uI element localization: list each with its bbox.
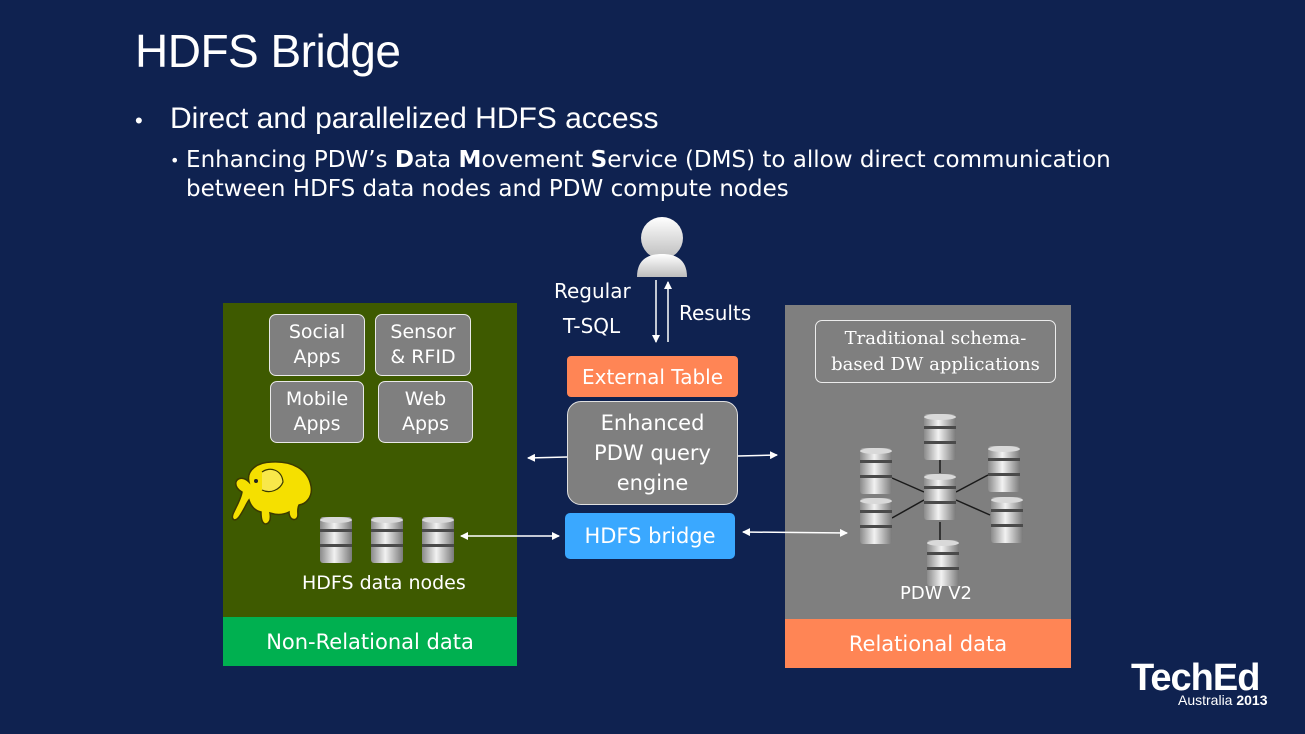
- database-icon: [924, 414, 956, 460]
- regular-label: Regular: [554, 279, 631, 303]
- database-icon: [860, 498, 892, 544]
- sub-bullet-text: Enhancing PDW’s Data Movement Service (D…: [186, 147, 1111, 202]
- pdw-cluster-links: [891, 452, 991, 540]
- external-table-box: External Table: [567, 356, 738, 397]
- hadoop-elephant-icon: [231, 461, 313, 525]
- database-icon: [320, 517, 352, 563]
- database-icon: [422, 517, 454, 563]
- pdw-v2-label: PDW V2: [900, 583, 972, 604]
- hdfs-bridge-box: HDFS bridge: [565, 513, 735, 559]
- database-icon: [860, 448, 892, 494]
- database-icon: [924, 474, 956, 520]
- database-icon: [927, 540, 959, 586]
- database-icon: [371, 517, 403, 563]
- results-label: Results: [679, 301, 752, 325]
- main-bullet: • Direct and parallelized HDFS access: [135, 102, 659, 140]
- svg-text:Australia 2013: Australia 2013: [1178, 692, 1268, 708]
- relational-footer: Relational data: [785, 619, 1071, 668]
- hdfs-nodes-label: HDFS data nodes: [302, 572, 466, 594]
- teched-logo: TechEd Australia 2013: [1131, 657, 1268, 708]
- sub-bullet: • Enhancing PDW’s Data Movement Service …: [170, 146, 1170, 204]
- non-relational-footer: Non-Relational data: [223, 617, 517, 666]
- bridge-pdw-arrow: [742, 528, 848, 537]
- app-sensor-rfid: Sensor& RFID: [375, 314, 471, 376]
- engine-to-nonrel-arrow: [527, 453, 568, 462]
- traditional-dw-apps: Traditional schema-based DW applications: [815, 320, 1056, 383]
- database-icon: [991, 497, 1023, 543]
- bullet-dot: •: [170, 151, 180, 170]
- tsql-label: T-SQL: [563, 314, 621, 338]
- database-icon: [988, 446, 1020, 492]
- slide-title: HDFS Bridge: [135, 25, 401, 77]
- svg-text:TechEd: TechEd: [1131, 657, 1259, 699]
- user-icon: [637, 217, 687, 277]
- main-bullet-text: Direct and parallelized HDFS access: [170, 102, 659, 135]
- engine-to-rel-arrow: [737, 451, 778, 460]
- bullet-dot: •: [135, 108, 143, 133]
